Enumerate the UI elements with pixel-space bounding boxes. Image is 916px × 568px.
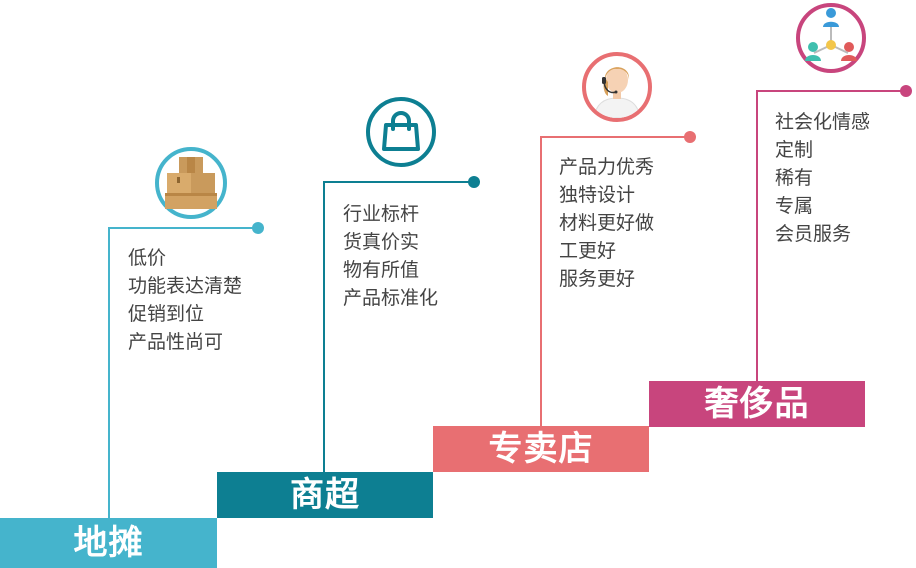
feature-item: 服务更好: [559, 268, 636, 290]
luxury-connector-horizontal: [756, 90, 906, 92]
specialty-connector-horizontal: [540, 136, 690, 138]
feature-item: 定制: [775, 139, 814, 161]
feature-item: 行业标杆: [343, 203, 420, 225]
feature-item: 货真价实: [343, 231, 420, 253]
feature-item: 会员服务: [775, 223, 852, 245]
stage-label-stall: 地摊: [0, 518, 217, 568]
feature-item: 促销到位: [128, 303, 205, 325]
feature-item: 功能表达清楚: [128, 275, 243, 297]
shopping-bag-icon: [366, 97, 436, 167]
stage-label-specialty-store: 专卖店: [433, 426, 649, 472]
supermarket-connector-vertical: [323, 182, 325, 474]
supermarket-connector-horizontal: [323, 181, 473, 183]
feature-item: 独特设计: [559, 184, 636, 206]
stage-label-luxury: 奢侈品: [649, 381, 865, 427]
feature-item: 产品标准化: [343, 287, 439, 309]
feature-item: 低价: [128, 247, 167, 269]
luxury-connector-dot: [900, 85, 912, 97]
stall-feature-list: 低价 功能表达清楚 促销到位 产品性尚可: [128, 244, 242, 356]
luxury-connector-vertical: [756, 91, 758, 381]
stall-connector-vertical: [108, 228, 110, 522]
stage-label-supermarket: 商超: [217, 472, 433, 518]
specialty-connector-dot: [684, 131, 696, 143]
service-agent-icon: [582, 52, 652, 122]
cardboard-box-icon: [155, 147, 227, 219]
feature-item: 材料更好做: [559, 212, 655, 234]
feature-item: 社会化情感: [775, 111, 871, 133]
luxury-feature-list: 社会化情感 定制 稀有 专属 会员服务: [775, 108, 870, 248]
stall-connector-dot: [252, 222, 264, 234]
feature-item: 产品力优秀: [559, 156, 655, 178]
feature-item: 专属: [775, 195, 814, 217]
specialty-feature-list: 产品力优秀 独特设计 材料更好做 工更好 服务更好: [559, 153, 654, 293]
feature-item: 工更好: [559, 240, 617, 262]
stall-connector-horizontal: [108, 227, 258, 229]
feature-item: 物有所值: [343, 259, 420, 281]
supermarket-connector-dot: [468, 176, 480, 188]
social-network-icon: [796, 3, 866, 73]
supermarket-feature-list: 行业标杆 货真价实 物有所值 产品标准化: [343, 200, 438, 312]
feature-item: 稀有: [775, 167, 814, 189]
specialty-connector-vertical: [540, 137, 542, 427]
feature-item: 产品性尚可: [128, 331, 224, 353]
